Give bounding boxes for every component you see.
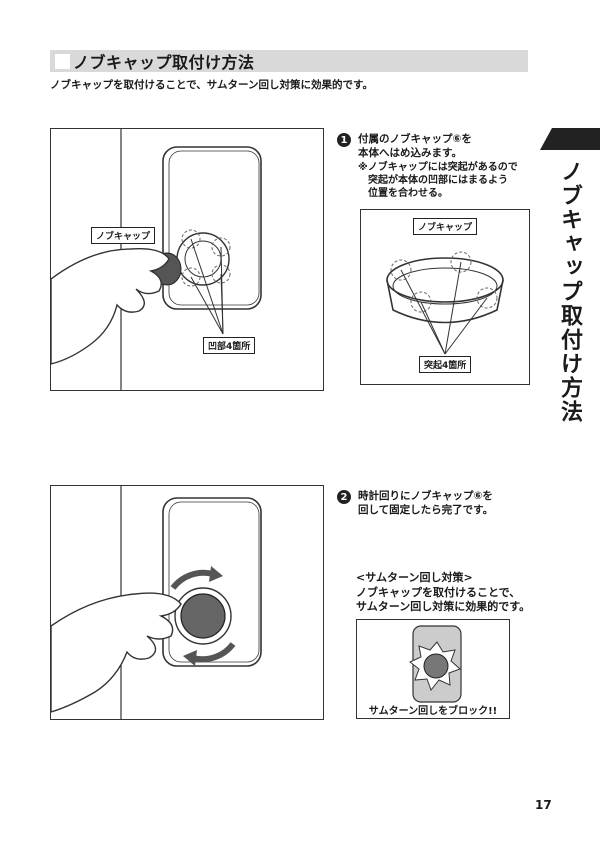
page-number: 17 (535, 798, 552, 812)
thumbturn-line2: サムターン回し対策に効果的です。 (356, 600, 531, 613)
knob-cap-rotation-drawing (50, 486, 262, 719)
step1-note2: 突起が本体の凹部にはまるよう (368, 175, 508, 186)
intro-text: ノブキャップを取付けることで、サムターン回し対策に効果的です。 (50, 79, 373, 91)
step1-inset: ノブキャップ 突起4箇所 (360, 209, 530, 385)
inset-caption: サムターン回しをブロック!! (368, 706, 498, 717)
title-square-icon (55, 53, 70, 69)
section-title-bar: ノブキャップ取付け方法 (50, 50, 528, 72)
step2-number: 2 (337, 490, 351, 504)
page-title: ノブキャップ取付け方法 (73, 53, 255, 72)
step1-line1: 付属のノブキャップ⑥を (358, 133, 472, 145)
label-recess: 凹部4箇所 (203, 337, 256, 354)
step1-line2: 本体へはめ込みます。 (358, 147, 462, 159)
block-thumbturn-drawing (409, 625, 462, 703)
knob-cap-ring-drawing (386, 251, 504, 355)
thumbturn-section-title: <サムターン回し対策> (356, 571, 473, 584)
step1-note1: ※ノブキャップには突起があるので (358, 162, 518, 173)
thumbturn-line1: ノブキャップを取付けることで、 (356, 586, 521, 599)
inset-label-knob-cap: ノブキャップ (413, 218, 478, 235)
label-knob-cap: ノブキャップ (91, 227, 156, 244)
step2-line2: 回して固定したら完了です。 (358, 504, 494, 516)
inset-label-protrusion: 突起4箇所 (419, 356, 472, 373)
step1-illustration: ノブキャップ 凹部4箇所 (50, 128, 324, 391)
door-lock-knob-drawing (50, 129, 262, 390)
side-tab-shape (540, 128, 600, 150)
step2-illustration (50, 485, 324, 720)
step2-inset: サムターン回しをブロック!! (356, 619, 510, 719)
step1-number: 1 (337, 133, 351, 147)
step2-line1: 時計回りにノブキャップ⑥を (358, 490, 493, 502)
step1-note3: 位置を合わせる。 (368, 188, 448, 199)
side-tab-title: ノブキャップ取付け方法 (557, 160, 582, 424)
